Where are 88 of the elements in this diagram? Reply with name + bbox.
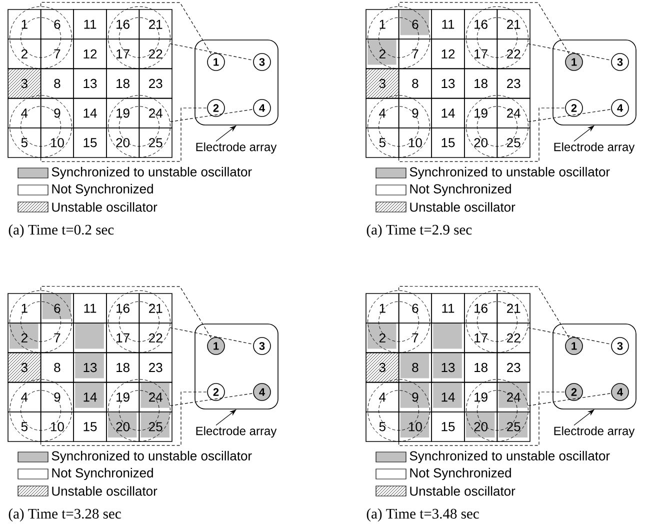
legend-text: Unstable oscillator	[410, 202, 516, 212]
dashed-circle	[466, 95, 528, 158]
grid-cell: 8	[398, 352, 432, 383]
connector-line	[170, 327, 254, 345]
grid-cell: 11	[431, 293, 465, 324]
connector-line	[528, 327, 612, 345]
legend-text: Not Synchronized	[52, 184, 153, 196]
grid-cell: 15	[431, 128, 465, 158]
dashed-circle	[108, 379, 170, 442]
dashed-circle	[368, 379, 430, 442]
grid-cell: 13	[73, 68, 107, 99]
grid-cell: 11	[73, 9, 107, 40]
grid-cell	[73, 322, 107, 354]
dashed-circle	[466, 379, 528, 442]
annotation-text: Electrode array	[554, 142, 635, 154]
dashed-circle	[108, 95, 170, 158]
electrode-array-box	[194, 40, 278, 126]
connector-line	[528, 393, 612, 406]
dashed-circle	[368, 95, 430, 158]
grid-cell: 13	[73, 352, 107, 383]
legend-text: Synchronized to unstable oscillator	[410, 166, 610, 180]
dashed-circle	[10, 6, 72, 69]
connector-line	[40, 286, 212, 339]
dashed-circle	[10, 379, 72, 442]
legend-text: Unstable oscillator	[52, 486, 158, 496]
electrode-array-box	[552, 40, 636, 126]
grid-cell: 18	[106, 68, 140, 99]
grid-cell: 11	[431, 9, 465, 40]
connector-line	[528, 43, 612, 61]
connector-line	[40, 2, 212, 55]
legend-text: Synchronized to unstable oscillator	[410, 450, 610, 464]
legend-text: Synchronized to unstable oscillator	[52, 166, 252, 180]
grid-cell: 23	[496, 352, 530, 383]
grid-cell: 8	[398, 68, 432, 99]
grid-cell: 14	[73, 382, 107, 412]
grid-cell: 23	[138, 68, 172, 99]
legend-text: Unstable oscillator	[52, 202, 158, 212]
dashed-circle	[108, 6, 170, 69]
connector-line	[398, 286, 570, 339]
dashed-circle	[368, 6, 430, 69]
connector-line	[398, 392, 566, 446]
connector-line	[40, 392, 208, 446]
annotation-text: Electrode array	[554, 426, 635, 438]
connector-line	[398, 108, 566, 162]
grid-cell: 15	[431, 412, 465, 442]
dashed-circle	[466, 290, 528, 353]
annotation-text: Electrode array	[196, 142, 277, 154]
electrode-array-box	[552, 324, 636, 410]
annotation-text: Electrode array	[196, 426, 277, 438]
dashed-circle	[466, 6, 528, 69]
connector-line	[170, 43, 254, 61]
legend-text: Not Synchronized	[410, 184, 511, 196]
grid-cell: 12	[431, 38, 465, 70]
grid-cell: 18	[464, 68, 498, 99]
grid-cell	[431, 322, 465, 354]
grid-cell: 15	[73, 412, 107, 442]
grid-cell: 12	[73, 38, 107, 70]
grid-cell: 8	[40, 352, 74, 383]
grid-cell: 14	[73, 98, 107, 128]
grid-cell: 13	[431, 68, 465, 99]
caption: (a) Time t=3.48 sec	[366, 508, 479, 522]
grid-cell: 15	[73, 128, 107, 158]
connector-line	[170, 109, 254, 122]
connector-line	[170, 393, 254, 406]
dashed-circle	[368, 290, 430, 353]
connector-line	[398, 2, 570, 55]
caption: (a) Time t=2.9 sec	[366, 224, 472, 238]
dashed-circle	[108, 290, 170, 353]
legend-text: Unstable oscillator	[410, 486, 516, 496]
grid-cell: 23	[496, 68, 530, 99]
electrode-array-box	[194, 324, 278, 410]
legend-text: Synchronized to unstable oscillator	[52, 450, 252, 464]
grid-cell: 23	[138, 352, 172, 383]
grid-cell: 11	[73, 293, 107, 324]
grid-cell: 14	[431, 382, 465, 412]
grid-cell: 18	[106, 352, 140, 383]
grid-cell: 13	[431, 352, 465, 383]
grid-cell: 14	[431, 98, 465, 128]
caption: (a) Time t=3.28 sec	[8, 508, 121, 522]
legend-text: Not Synchronized	[52, 468, 153, 480]
legend-text: Not Synchronized	[410, 468, 511, 480]
dashed-circle	[10, 95, 72, 158]
connector-line	[40, 108, 208, 162]
dashed-circle	[10, 290, 72, 353]
connector-line	[528, 109, 612, 122]
grid-cell: 8	[40, 68, 74, 99]
caption: (a) Time t=0.2 sec	[8, 224, 114, 238]
grid-cell: 18	[464, 352, 498, 383]
